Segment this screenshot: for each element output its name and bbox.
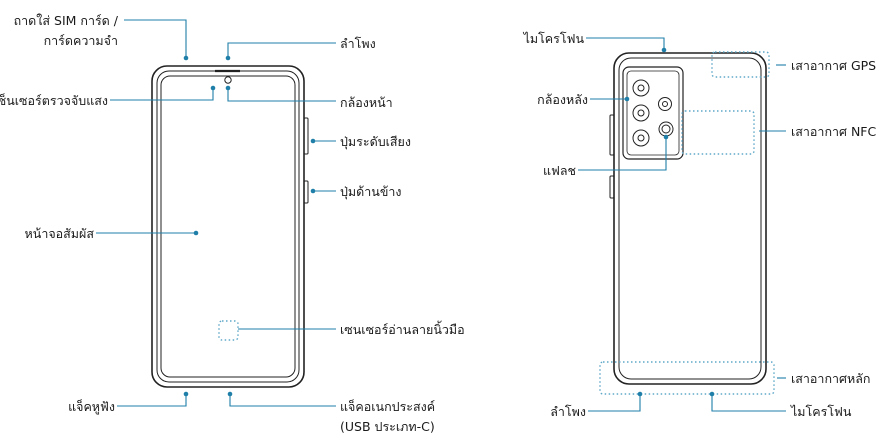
label-light-sensor: เซ็นเซอร์ตรวจจับแสง <box>0 93 108 108</box>
nfc-antenna-area <box>681 110 755 155</box>
label-main-antenna: เสาอากาศหลัก <box>791 371 871 386</box>
leader-multipurpose-jack <box>229 394 336 407</box>
main-antenna-area <box>599 361 775 395</box>
leader-flash <box>578 137 667 171</box>
label-rear-camera: กล้องหลัง <box>537 92 588 107</box>
label-nfc-antenna: เสาอากาศ NFC <box>791 124 877 139</box>
back-side-button <box>609 175 615 199</box>
leader-front-camera <box>227 88 336 102</box>
leader-light-sensor <box>110 88 214 101</box>
leader-back-mic-top <box>586 37 665 50</box>
label-multipurpose-jack-line2: (USB ประเภท-C) <box>340 419 435 434</box>
front-camera-lens <box>224 76 232 84</box>
back-phone-body <box>613 52 767 385</box>
label-front-camera: กล้องหน้า <box>340 95 393 110</box>
label-back-mic-top: ไมโครโฟน <box>523 31 584 46</box>
label-touchscreen: หน้าจอสัมผัส <box>24 226 94 241</box>
rear-camera-module <box>622 66 684 160</box>
label-front-speaker: ลำโพง <box>340 36 376 51</box>
label-fingerprint: เซนเซอร์อ่านลายนิ้วมือ <box>340 322 465 337</box>
fingerprint-area <box>218 320 239 341</box>
front-side-button <box>303 180 309 204</box>
back-volume-button <box>609 114 615 156</box>
label-back-mic-bottom: ไมโครโฟน <box>791 404 852 419</box>
label-gps-antenna: เสาอากาศ GPS <box>791 58 877 73</box>
leader-sim-tray <box>124 19 187 58</box>
leader-front-speaker <box>227 42 336 58</box>
front-volume-button <box>303 117 309 155</box>
front-phone-body <box>151 65 305 388</box>
label-multipurpose-jack-line1: แจ็คอเนกประสงค์ <box>340 399 436 414</box>
label-sim-tray-line1: ถาดใส่ SIM การ์ด / <box>13 13 118 28</box>
label-earphone-jack: แจ็คหูฟัง <box>68 399 115 414</box>
leader-back-speaker <box>588 394 641 412</box>
label-flash: แฟลช <box>542 163 576 178</box>
label-side-key: ปุ่มด้านข้าง <box>340 184 402 199</box>
leader-earphone-jack <box>117 394 187 407</box>
label-back-speaker: ลำโพง <box>550 404 586 419</box>
label-volume-key: ปุ่มระดับเสียง <box>340 134 411 149</box>
gps-antenna-area <box>711 51 770 78</box>
leader-back-mic-bottom <box>711 394 786 412</box>
label-sim-tray-line2: การ์ดความจำ <box>43 33 118 48</box>
